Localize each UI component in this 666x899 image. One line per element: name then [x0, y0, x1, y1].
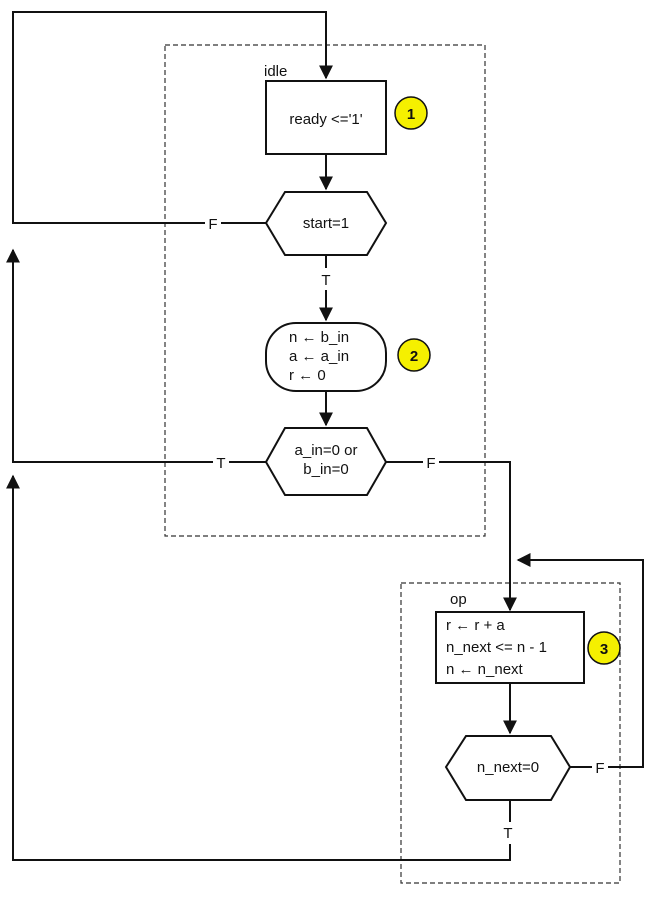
op-line-3: n ← n_next: [446, 661, 524, 678]
op-line-2: n_next <= n - 1: [446, 639, 547, 656]
loop-decision-text: n_next=0: [477, 759, 539, 776]
loop-decision: [444, 735, 572, 801]
init-line-3: r ← 0: [289, 367, 326, 384]
op-state-label: op: [450, 591, 467, 608]
init-line-1: n ← b_in: [289, 329, 349, 346]
loop-false-label: F: [595, 760, 604, 777]
start-decision-text: start=1: [303, 215, 349, 232]
zero-check-line-1: a_in=0 or: [295, 442, 358, 459]
start-decision: [264, 191, 388, 256]
wire-zero-true-return: [5, 248, 266, 463]
start-true-label: T: [321, 272, 330, 289]
zero-false-label: F: [426, 455, 435, 472]
op-block: [435, 611, 585, 684]
start-false-label: F: [208, 216, 217, 233]
svg-text:1: 1: [407, 106, 415, 123]
svg-text:2: 2: [410, 348, 418, 365]
zero-check-line-2: b_in=0: [303, 461, 348, 478]
zero-check-decision: [264, 427, 388, 496]
ready-text: ready <='1': [289, 111, 362, 128]
badge-3: 3: [587, 631, 621, 665]
wire-start-false-loop: [12, 11, 333, 224]
loop-true-label: T: [503, 825, 512, 842]
idle-state-label: idle: [264, 63, 287, 80]
zero-true-label: T: [216, 455, 225, 472]
init-block: [265, 322, 387, 392]
op-state-box: [400, 582, 621, 884]
svg-text:3: 3: [600, 641, 608, 658]
ready-block: [265, 80, 387, 155]
op-line-1: r ← r + a: [446, 617, 505, 634]
init-line-2: a ← a_in: [289, 348, 349, 365]
badge-1: 1: [394, 96, 428, 130]
badge-2: 2: [397, 338, 431, 372]
